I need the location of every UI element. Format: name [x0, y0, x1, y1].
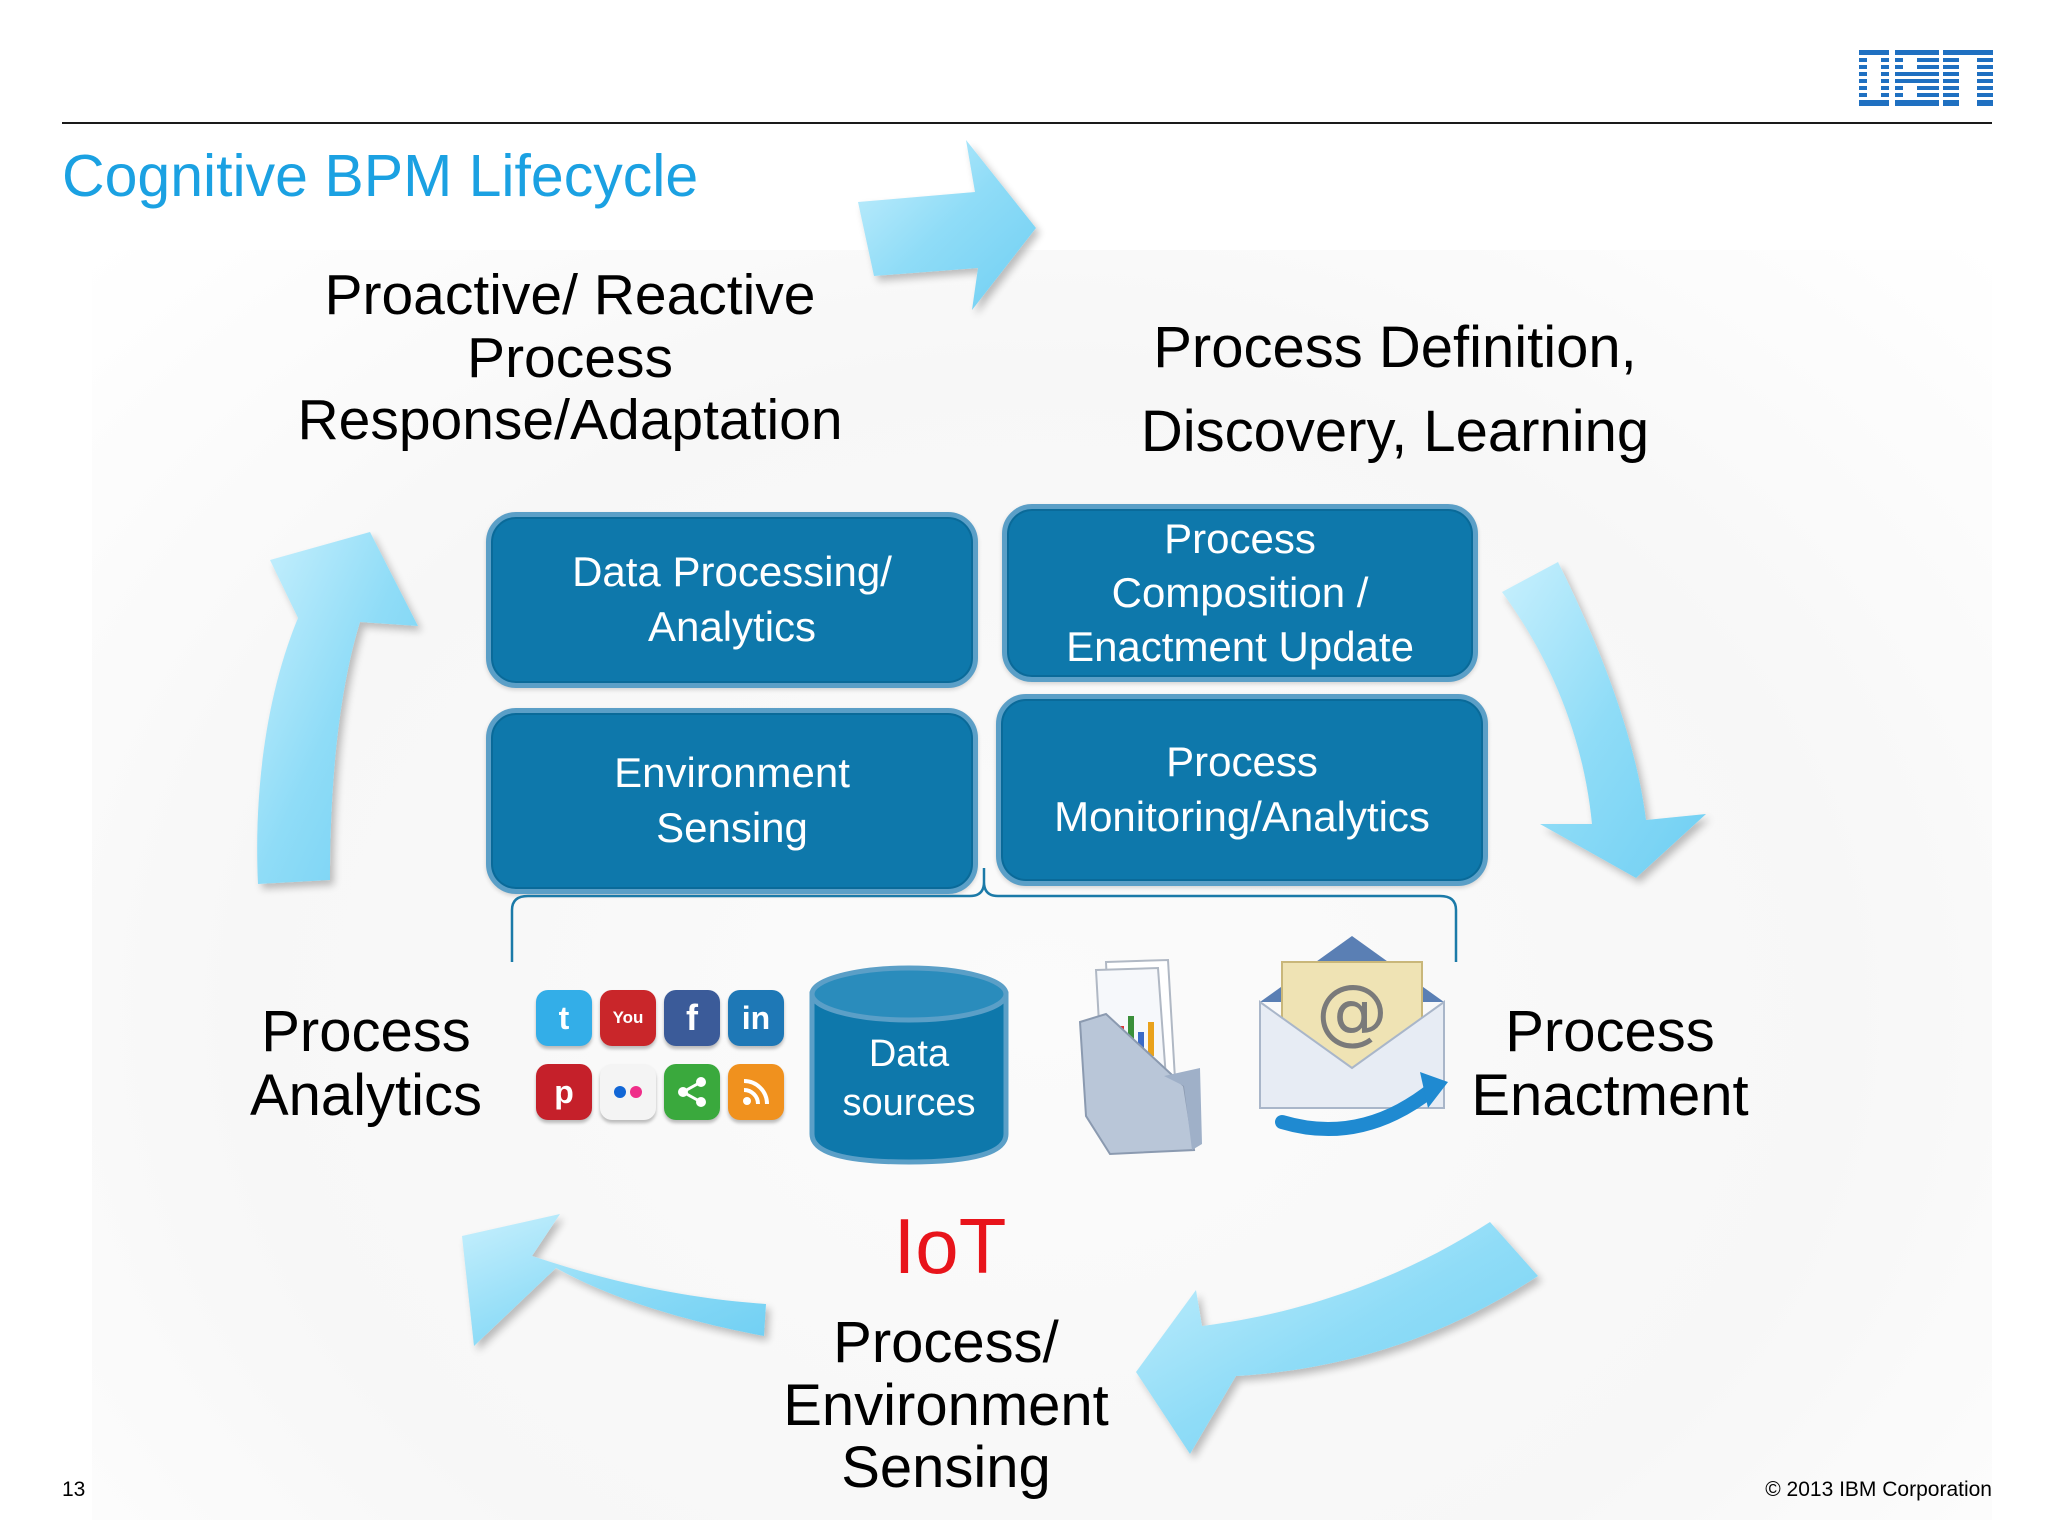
- grouping-brace: [510, 868, 1458, 962]
- facebook-icon: f: [664, 990, 720, 1046]
- page-number: 13: [62, 1478, 86, 1501]
- data-sources-cylinder-icon: [809, 965, 1009, 1165]
- iot-label: IoT: [893, 1202, 1007, 1290]
- arrow-bottom-left: [462, 1214, 766, 1346]
- data-sources-label: Data sources: [842, 1033, 976, 1124]
- stage-process-analytics: Process Analytics: [249, 999, 483, 1128]
- arrow-left: [257, 532, 418, 884]
- stage-response-adaptation: Proactive/ Reactive Process Response/Ada…: [297, 263, 843, 453]
- linkedin-icon: in: [728, 990, 784, 1046]
- svg-text:@: @: [1316, 969, 1388, 1053]
- social-media-icons: t You f in p: [536, 990, 792, 1120]
- stage-definition-discovery: Process Definition, Discovery, Learning: [1140, 315, 1650, 465]
- stage-process-enactment: Process Enactment: [1471, 999, 1749, 1128]
- flickr-icon: [600, 1064, 656, 1120]
- header-rule: [62, 122, 1992, 124]
- arrow-bottom-right: [1136, 1222, 1538, 1454]
- copyright: © 2013 IBM Corporation: [1765, 1478, 1992, 1501]
- box-data-processing: Data Processing/ Analytics: [486, 512, 978, 688]
- box-process-monitoring: Process Monitoring/Analytics: [996, 694, 1488, 886]
- email-envelope-icon: @: [1259, 936, 1448, 1137]
- box-process-composition: Process Composition / Enactment Update: [1002, 504, 1478, 682]
- ibm-logo: [1859, 50, 1993, 106]
- pinterest-icon: p: [536, 1064, 592, 1120]
- slide-title: Cognitive BPM Lifecycle: [62, 143, 699, 209]
- youtube-icon: You: [600, 990, 656, 1046]
- share-icon: [664, 1064, 720, 1120]
- box-environment-sensing: Environment Sensing: [486, 708, 978, 894]
- arrow-top: [858, 140, 1036, 310]
- twitter-icon: t: [536, 990, 592, 1046]
- stage-environment-sensing: Process/ Environment Sensing: [783, 1310, 1109, 1501]
- document-folder-icon: [1078, 958, 1202, 1156]
- arrow-right: [1502, 562, 1706, 878]
- rss-icon: [728, 1064, 784, 1120]
